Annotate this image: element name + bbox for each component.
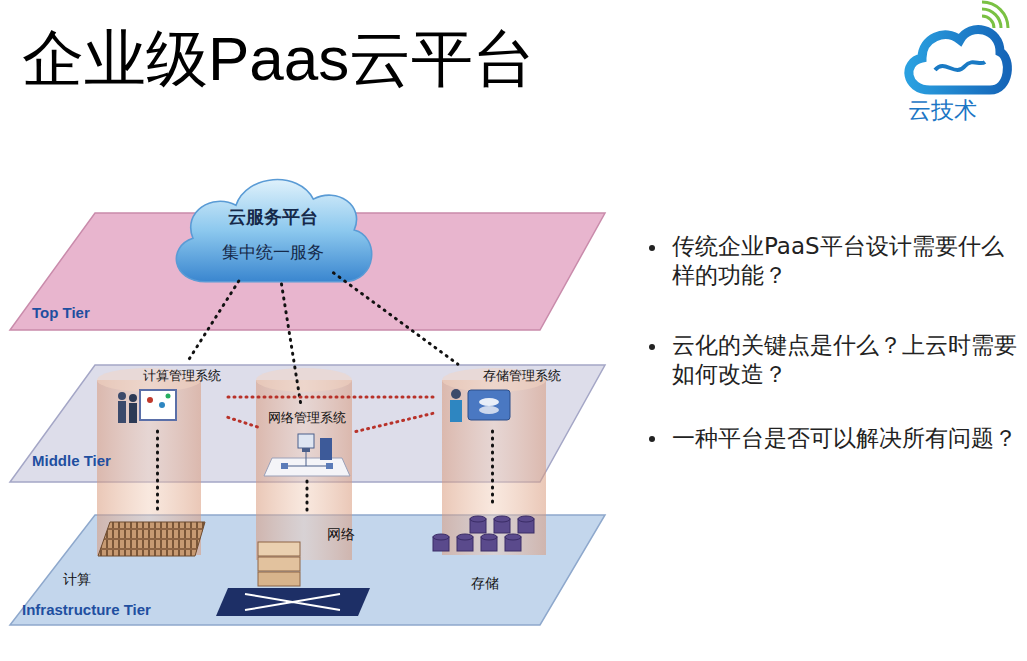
plane-outline	[10, 515, 605, 625]
slide-title: 企业级Paas云平台	[22, 22, 535, 96]
plane-outline	[10, 365, 605, 482]
logo-text: 云技术	[908, 96, 1008, 125]
label-wrap: 云技术	[908, 96, 1008, 125]
node-text: 计算	[63, 571, 91, 588]
node-text: Infrastructure Tier	[22, 601, 151, 619]
cloud-service: 云服务平台集中统一服务	[165, 166, 380, 290]
node-text: 网络	[327, 526, 355, 543]
label-wrap: 一种平台是否可以解决所有问题？	[672, 424, 1017, 453]
service-link	[306, 481, 309, 515]
bullet-question: 云化的关键点是什么？上云时需要如何改造？	[672, 331, 1017, 390]
node-text: 云服务平台	[228, 206, 318, 228]
bullet-question: 一种平台是否可以解决所有问题？	[672, 424, 1017, 453]
title-wrap: 企业级Paas云平台	[22, 22, 535, 96]
node-text: Top Tier	[32, 304, 90, 322]
tier-plane: Infrastructure Tier 计算 网络存储	[10, 515, 605, 625]
bullet-dots	[649, 245, 655, 442]
node-text: 网络管理系统	[268, 410, 346, 426]
node-text: Middle Tier	[32, 452, 111, 470]
node-text: 存储管理系统	[483, 368, 561, 384]
label-wrap: 传统企业PaaS平台设计需要什么样的功能？	[672, 232, 1017, 291]
cloud-outline	[176, 180, 371, 282]
node-text: 集中统一服务	[222, 242, 324, 262]
logo-icon	[909, 2, 1008, 90]
bullet-question: 传统企业PaaS平台设计需要什么样的功能？	[672, 232, 1017, 291]
label-wrap: 云化的关键点是什么？上云时需要如何改造？	[672, 331, 1017, 390]
tier-plane: Top Tier云服务平台集中统一服务	[10, 213, 605, 330]
node-text: 存储	[471, 575, 499, 592]
tier-plane: Middle Tier 计算管理系统网络管理系统 存储管理系统	[10, 365, 605, 482]
cloud-shape	[165, 166, 380, 290]
node-text: 计算管理系统	[143, 368, 221, 384]
